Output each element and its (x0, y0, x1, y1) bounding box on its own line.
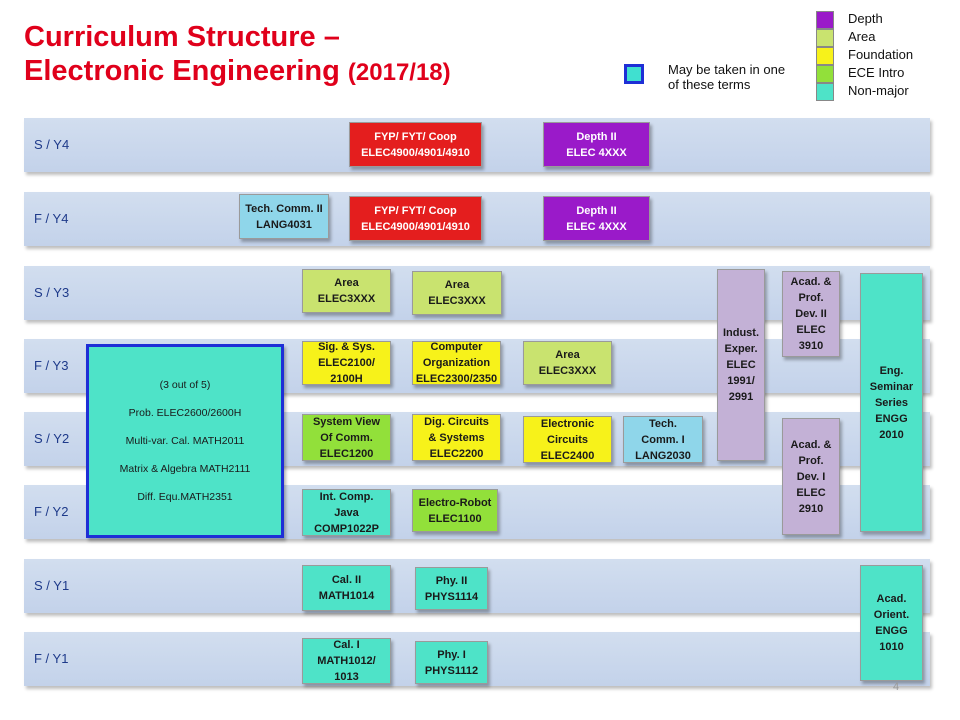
legend-label-ece-intro: ECE Intro (848, 65, 905, 80)
course-physics-ii: Phy. II PHYS1114 (415, 567, 488, 610)
legend-label-area: Area (848, 29, 876, 44)
legend-label-foundation: Foundation (848, 47, 914, 62)
course-signals-systems: Sig. & Sys. ELEC2100/ 2100H (302, 341, 391, 385)
legend-label-non-major: Non-major (848, 83, 909, 98)
course-industrial-experience: Indust. Exper. ELEC 1991/ 2991 (717, 269, 765, 461)
course-academic-orientation: Acad. Orient. ENGG 1010 (860, 565, 923, 681)
term-label-f-y4: F / Y4 (34, 211, 69, 226)
term-label-s-y1: S / Y1 (34, 578, 70, 593)
legend-swatch-non-major (816, 83, 834, 101)
term-label-s-y4: S / Y4 (34, 137, 70, 152)
slide-title: Curriculum Structure – Electronic Engine… (24, 20, 451, 90)
term-label-s-y2: S / Y2 (34, 431, 70, 446)
course-area-s-y3-a: Area ELEC3XXX (302, 269, 391, 313)
course-area-f-y3: Area ELEC3XXX (523, 341, 612, 385)
course-fyp-s-y4: FYP/ FYT/ Coop ELEC4900/4901/4910 (349, 122, 482, 167)
term-label-f-y2: F / Y2 (34, 504, 69, 519)
term-flexible-swatch (624, 64, 644, 84)
course-acad-prof-dev-i: Acad. & Prof. Dev. I ELEC 2910 (782, 418, 840, 535)
page-number: 4 (893, 681, 900, 693)
course-acad-prof-dev-ii: Acad. & Prof. Dev. II ELEC 3910 (782, 271, 840, 357)
course-electronic-circuits: Electronic Circuits ELEC2400 (523, 416, 612, 463)
course-computer-organization: Computer Organization ELEC2300/2350 (412, 341, 501, 385)
course-calculus-i: Cal. I MATH1012/ 1013 (302, 638, 391, 684)
course-eng-seminar-series: Eng. Seminar Series ENGG 2010 (860, 273, 923, 532)
course-fyp-f-y4: FYP/ FYT/ Coop ELEC4900/4901/4910 (349, 196, 482, 241)
course-electro-robot: Electro-Robot ELEC1100 (412, 489, 498, 532)
term-label-s-y3: S / Y3 (34, 285, 70, 300)
title-line-2: Electronic Engineering (2017/18) (24, 54, 451, 90)
term-label-f-y1: F / Y1 (34, 651, 69, 666)
term-flexible-text: May be taken in one of these terms (668, 62, 786, 92)
math-electives-block: (3 out of 5) Prob. ELEC2600/2600H Multi-… (86, 344, 284, 538)
course-area-s-y3-b: Area ELEC3XXX (412, 271, 502, 315)
legend-label-depth: Depth (848, 11, 883, 26)
title-year: (2017/18) (347, 59, 451, 86)
course-depth-ii-f-y4: Depth II ELEC 4XXX (543, 196, 650, 241)
course-digital-circuits: Dig. Circuits & Systems ELEC2200 (412, 414, 501, 461)
legend-swatch-area (816, 29, 834, 47)
course-calculus-ii: Cal. II MATH1014 (302, 565, 391, 611)
legend-swatch-foundation (816, 47, 834, 65)
title-text: Electronic Engineering (24, 55, 340, 87)
course-physics-i: Phy. I PHYS1112 (415, 641, 488, 684)
course-depth-ii-s-y4: Depth II ELEC 4XXX (543, 122, 650, 167)
title-line-1: Curriculum Structure – (24, 21, 340, 53)
course-system-view-of-comm: System View Of Comm. ELEC1200 (302, 414, 391, 461)
term-label-f-y3: F / Y3 (34, 358, 69, 373)
course-tech-comm-ii: Tech. Comm. II LANG4031 (239, 194, 329, 239)
course-intro-computing-java: Int. Comp. Java COMP1022P (302, 489, 391, 536)
legend-swatch-depth (816, 11, 834, 29)
legend-swatch-ece-intro (816, 65, 834, 83)
course-tech-comm-i: Tech. Comm. I LANG2030 (623, 416, 703, 463)
